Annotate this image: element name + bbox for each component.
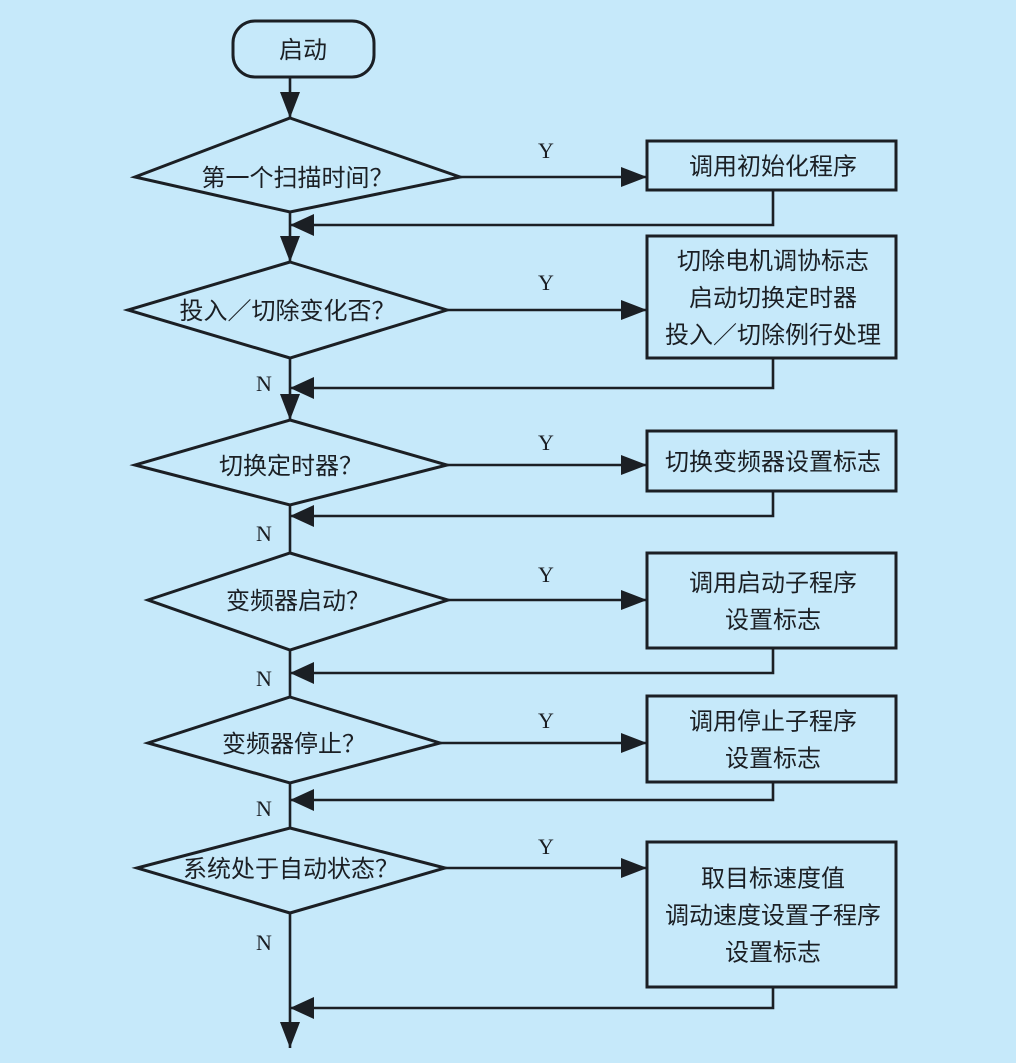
no-label: N: [256, 796, 272, 821]
decision-label: 切换定时器？: [219, 452, 363, 480]
no-label: N: [256, 666, 272, 691]
action-label: 切除电机调协标志: [677, 247, 869, 275]
arrow-head-right: [621, 167, 647, 187]
decision-label: 系统处于自动状态？: [183, 855, 399, 883]
start-node: 启动: [231, 19, 376, 79]
action-label: 启动切换定时器: [689, 284, 857, 312]
return-connector: [290, 782, 775, 802]
return-connector: [290, 491, 775, 518]
start-label: 启动: [279, 36, 327, 64]
yes-label: Y: [538, 834, 554, 859]
return-connector: [290, 358, 775, 390]
arrow-head-right: [621, 300, 647, 320]
action-label: 取目标速度值: [701, 865, 845, 893]
action-box: [645, 694, 898, 784]
action-box: [645, 840, 898, 989]
action-label: 投入／切除例行处理: [665, 321, 881, 349]
arrow-head-left: [290, 377, 314, 399]
action-label: 设置标志: [725, 606, 821, 634]
arrow-head-down: [280, 394, 300, 420]
action-label: 调用启动子程序: [689, 569, 857, 597]
action-label: 调用初始化程序: [689, 153, 857, 181]
no-label: N: [256, 371, 272, 396]
yes-label: Y: [538, 430, 554, 455]
yes-label: Y: [538, 562, 554, 587]
action-label: 调用停止子程序: [689, 708, 857, 736]
start-terminal-shape: [231, 19, 376, 79]
action-label: 调动速度设置子程序: [665, 902, 881, 930]
decision-label: 第一个扫描时间？: [202, 164, 394, 192]
yes-label: Y: [538, 708, 554, 733]
flow-step: 切换定时器？ Y 切换变频器设置标志 N: [129, 418, 898, 553]
arrow-head-left: [290, 505, 314, 527]
return-connector: [290, 190, 775, 227]
no-label: N: [256, 930, 272, 955]
action-label: 设置标志: [725, 939, 821, 967]
decision-label: 变频器启动？: [226, 587, 370, 615]
arrow-head-left: [290, 214, 314, 236]
arrow-head-left: [290, 997, 314, 1019]
return-connector: [290, 648, 775, 675]
action-box: [645, 234, 898, 360]
no-label: N: [256, 521, 272, 546]
action-label: 切换变频器设置标志: [665, 448, 881, 476]
arrow-head-right: [621, 858, 647, 878]
action-box: [645, 429, 898, 493]
arrow-head-left: [290, 662, 314, 684]
action-box: [645, 139, 898, 192]
arrow-head-down: [280, 92, 300, 118]
arrow-head-right: [621, 733, 647, 753]
decision-label: 变频器停止？: [222, 730, 366, 758]
action-label: 设置标志: [725, 745, 821, 773]
arrow-head-left: [290, 789, 314, 811]
arrow-head-down: [280, 236, 300, 262]
arrow-head-right: [621, 455, 647, 475]
return-connector: [290, 987, 775, 1010]
yes-label: Y: [538, 138, 554, 163]
yes-label: Y: [538, 270, 554, 295]
action-box: [645, 551, 898, 650]
arrow-head-right: [621, 590, 647, 610]
flow-step: 第一个扫描时间？ Y 调用初始化程序: [129, 116, 898, 262]
arrow-head-down: [280, 1022, 300, 1048]
decision-label: 投入／切除变化否？: [180, 297, 396, 325]
